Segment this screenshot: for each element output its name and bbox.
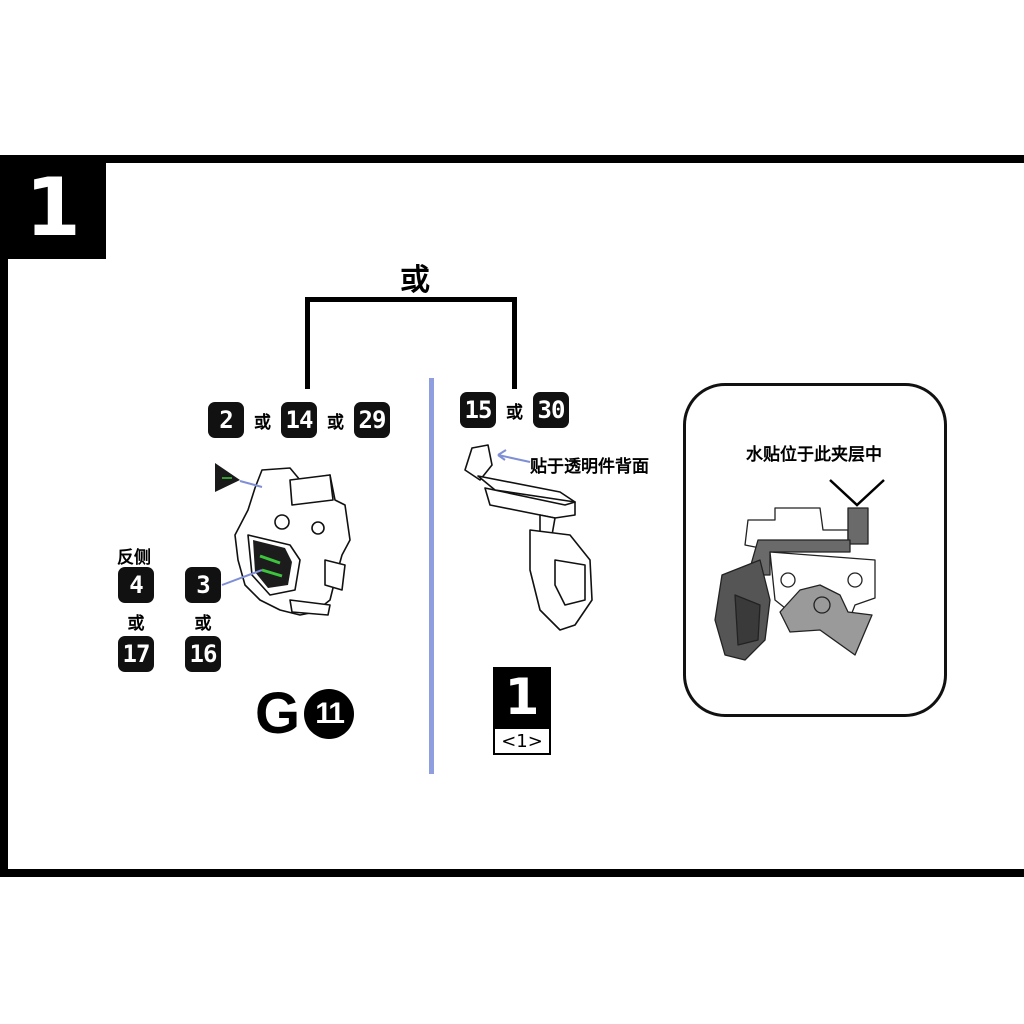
part-number-badge: 15 xyxy=(460,392,496,428)
callout-note: 水贴位于此夹层中 xyxy=(746,445,882,465)
pointer-mark xyxy=(829,479,885,507)
part-number-badge: 30 xyxy=(533,392,569,428)
choice-bracket xyxy=(305,297,517,389)
part-number-badge: 17 xyxy=(118,636,154,672)
part-number-badge: 29 xyxy=(354,402,390,438)
or-label: 或 xyxy=(254,412,271,433)
right-parts: 15 或 30 xyxy=(460,392,569,428)
top-or-label: 或 xyxy=(400,263,430,298)
step-frame xyxy=(0,155,1024,877)
part-number-badge: 3 xyxy=(185,567,221,603)
or-label: 或 xyxy=(506,402,523,423)
sticker-sheet-label: 1 <1> xyxy=(493,667,551,755)
runner-label: G 11 xyxy=(255,680,355,747)
left-head-parts: 2 或 14 或 29 xyxy=(208,402,390,438)
sheet-number: 1 xyxy=(493,667,551,727)
clear-part-note: 贴于透明件背面 xyxy=(530,457,649,477)
reverse-side-label: 反侧 xyxy=(117,548,151,568)
or-label: 或 xyxy=(127,614,145,634)
or-label: 或 xyxy=(327,412,344,433)
part-number-badge: 4 xyxy=(118,567,154,603)
part-number-badge: 16 xyxy=(185,636,221,672)
part-column-right: 3 或 16 xyxy=(185,567,221,672)
or-label: 或 xyxy=(194,614,212,634)
detail-callout xyxy=(683,383,947,717)
part-number-badge: 2 xyxy=(208,402,244,438)
step-number: 1 xyxy=(0,155,106,259)
sheet-sub: <1> xyxy=(493,727,551,755)
runner-letter: G xyxy=(255,681,301,746)
option-divider xyxy=(429,378,434,774)
part-column-left: 4 或 17 xyxy=(118,567,154,672)
part-number-badge: 14 xyxy=(281,402,317,438)
runner-number: 11 xyxy=(304,688,355,739)
